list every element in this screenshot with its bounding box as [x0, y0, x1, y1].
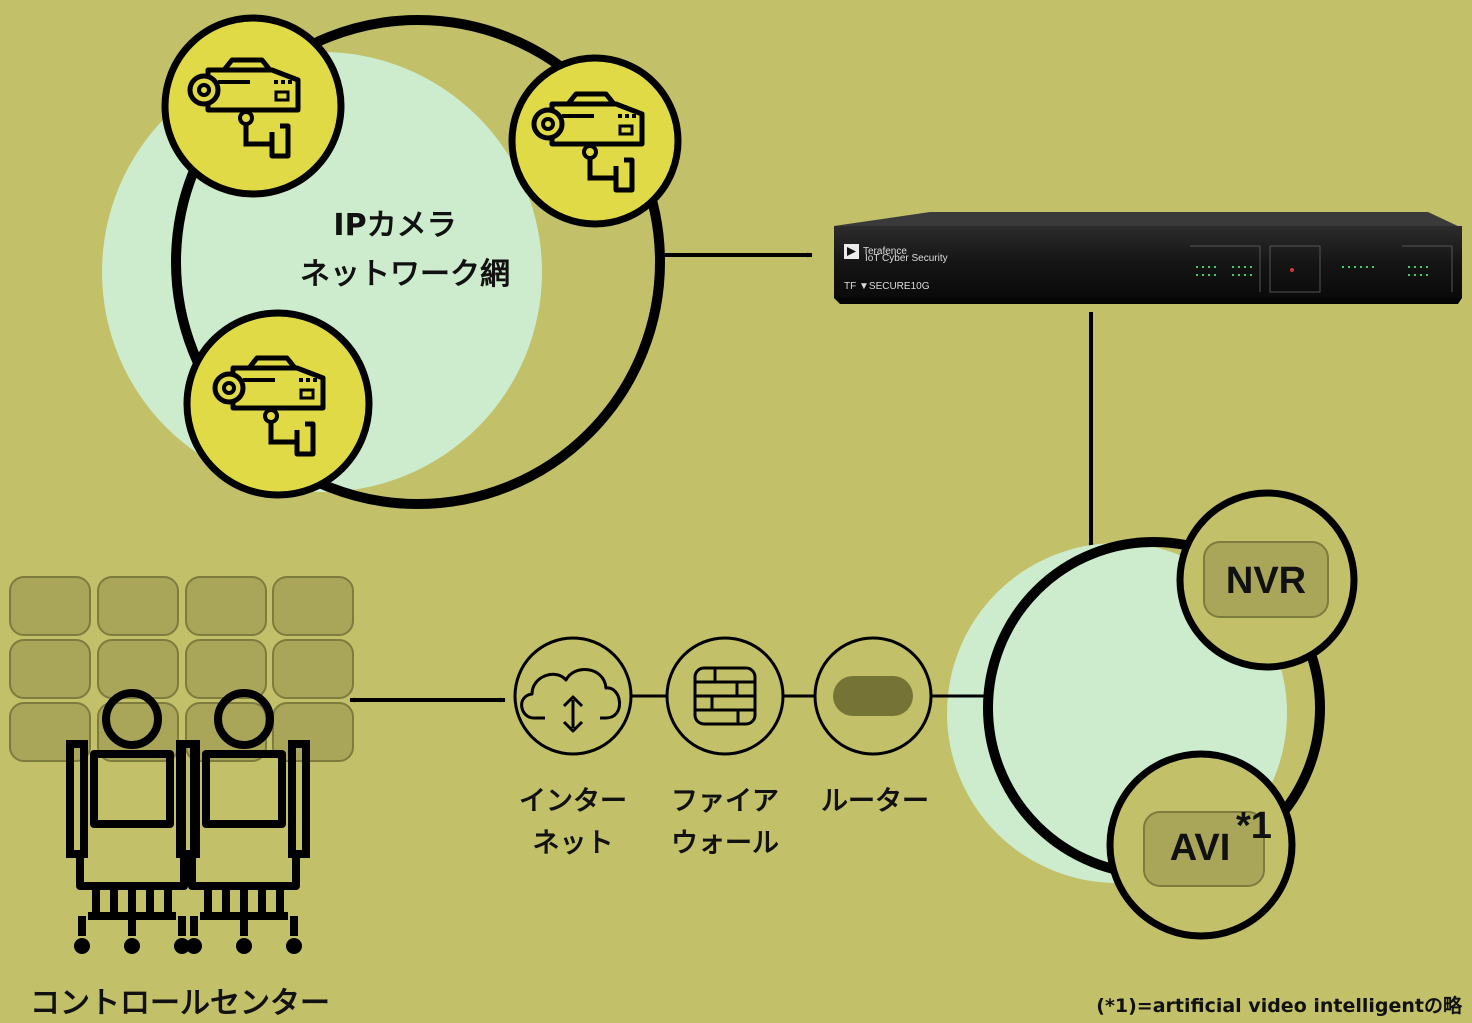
- control-center-label: コントロールセンター: [30, 986, 330, 1021]
- device-model: TF ▼SECURE10G: [844, 281, 930, 292]
- avi-label: AVI: [1170, 827, 1231, 869]
- cloud-icon: [520, 668, 621, 733]
- internet-label-line2: ネット: [533, 828, 614, 859]
- camera-node-right[interactable]: [508, 54, 682, 228]
- network-path: インター ネット ファイア ウォール ルーター: [349, 636, 992, 859]
- firewall-label-line2: ウォール: [671, 828, 779, 859]
- terafence-logo-icon: [844, 244, 859, 259]
- camera-node-top[interactable]: [161, 14, 345, 198]
- firewall-label-line1: ファイア: [671, 786, 779, 817]
- router-label: ルーター: [821, 786, 929, 817]
- camera-network: IPカメラ ネットワーク網: [102, 14, 682, 509]
- alert-led: [1290, 268, 1294, 272]
- avi-footnote-mark: *1: [1236, 805, 1272, 847]
- avi-node[interactable]: AVI *1: [1106, 750, 1296, 940]
- device-subtitle: IoT Cyber Security: [865, 253, 948, 264]
- router-icon: [833, 676, 913, 716]
- network-label-line1: IPカメラ: [333, 208, 456, 243]
- camera-node-bottom[interactable]: [183, 309, 373, 499]
- firewall-brick-icon: [693, 666, 757, 726]
- nvr-label: NVR: [1226, 560, 1306, 602]
- monitor-wall: [9, 576, 354, 762]
- terafence-device[interactable]: Terafence IoT Cyber Security TF ▼SECURE1…: [834, 212, 1462, 304]
- storage-cluster: NVR AVI *1: [947, 489, 1358, 940]
- panel-guides: [1190, 245, 1453, 293]
- device-chassis: [834, 226, 1462, 298]
- status-leds: [1196, 266, 1428, 276]
- router-node[interactable]: [813, 636, 933, 756]
- footnote: (*1)=artificial video intelligentの略: [1096, 994, 1463, 1017]
- internet-node[interactable]: [513, 636, 633, 756]
- internet-label-line1: インター: [519, 786, 627, 817]
- network-ring: [171, 15, 665, 509]
- network-label-line2: ネットワーク網: [300, 257, 510, 292]
- device-brand: Terafence: [863, 246, 907, 257]
- nvr-node[interactable]: NVR: [1176, 489, 1358, 671]
- firewall-node[interactable]: [665, 636, 785, 756]
- control-center[interactable]: コントロールセンター: [9, 576, 354, 1021]
